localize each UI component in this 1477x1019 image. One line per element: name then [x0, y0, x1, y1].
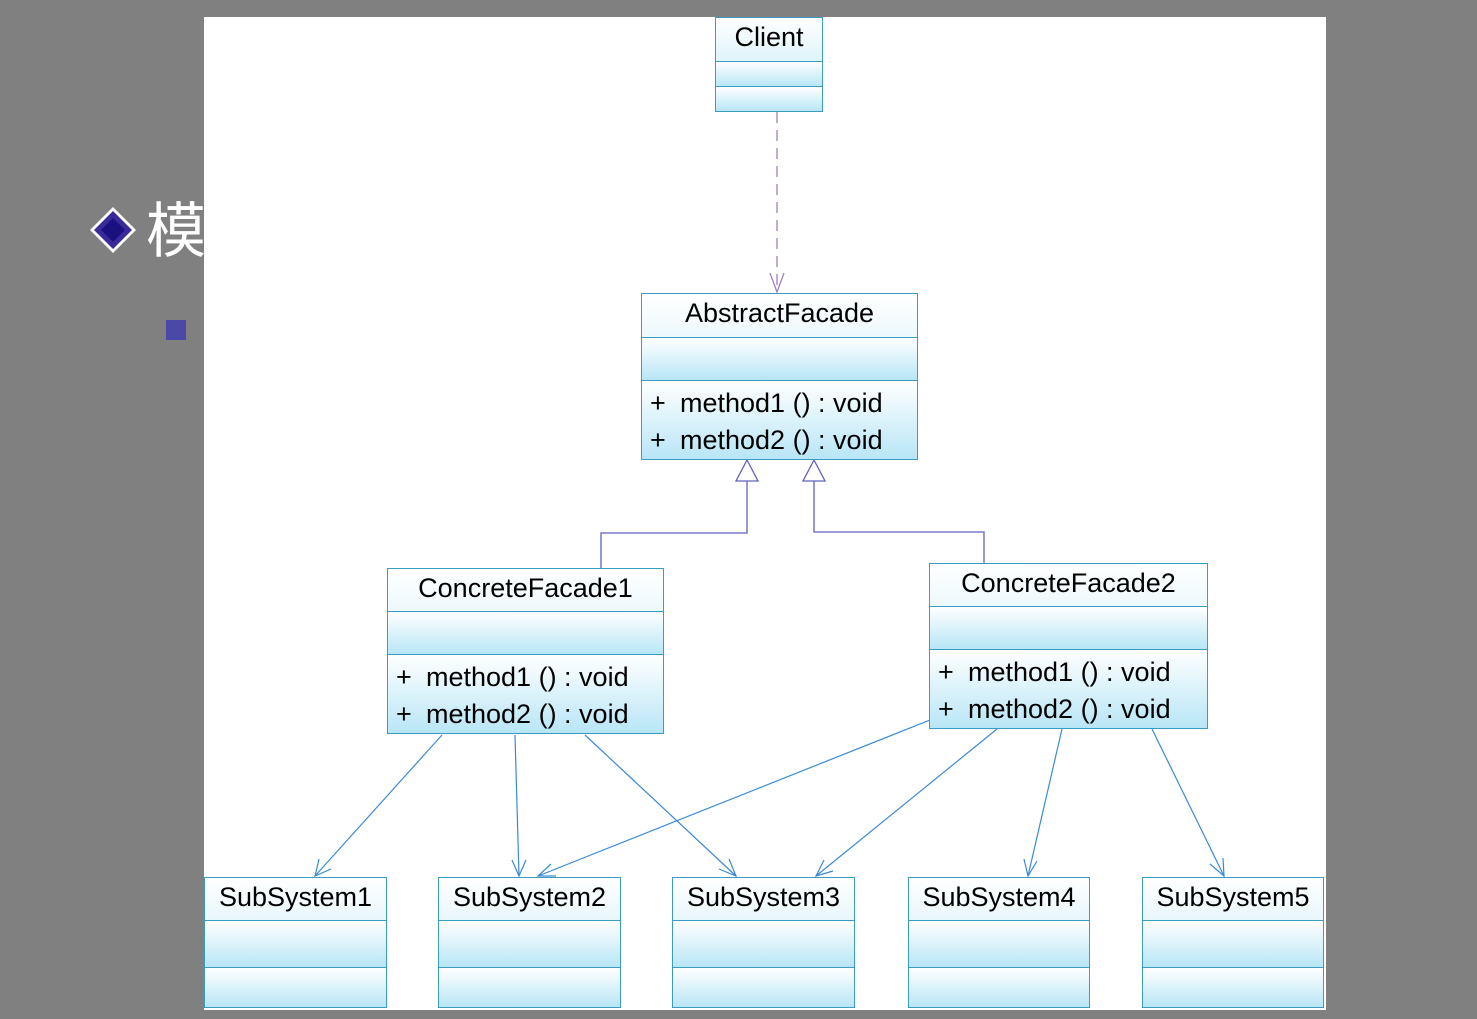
operations-compartment: +method1 () : void +method2 () : void: [642, 380, 917, 459]
attributes-compartment: [439, 920, 620, 967]
class-name: ConcreteFacade1: [418, 573, 633, 603]
class-name: SubSystem4: [922, 882, 1076, 912]
operations-compartment: [673, 967, 854, 1007]
operations-compartment: +method1 () : void +method2 () : void: [388, 654, 663, 733]
operation: +method2 () : void: [650, 425, 883, 455]
class-subsystem4: SubSystem4: [908, 877, 1090, 1008]
attributes-compartment: [716, 61, 822, 86]
class-subsystem5: SubSystem5: [1142, 877, 1324, 1008]
operations-compartment: [909, 967, 1089, 1007]
class-name: AbstractFacade: [684, 298, 875, 328]
class-subsystem1: SubSystem1: [204, 877, 387, 1008]
attributes-compartment: [642, 337, 917, 380]
diagram-canvas: [204, 17, 1326, 1010]
class-name: SubSystem3: [686, 882, 841, 912]
association-cf1-subsystem1: [314, 734, 443, 878]
association-cf2-subsystem3: [814, 728, 998, 877]
association-cf1-subsystem3: [584, 734, 738, 878]
slide-heading: 模: [146, 197, 206, 267]
class-concretefacade1: ConcreteFacade1 +method1 () : void +meth…: [387, 568, 664, 734]
dependency-client-abstractfacade: [769, 112, 785, 294]
association-cf2-subsystem4: [1023, 728, 1063, 878]
operation: +method1 () : void: [650, 388, 883, 418]
class-name: SubSystem1: [218, 882, 373, 912]
square-bullet-icon: [166, 320, 186, 340]
class-subsystem2: SubSystem2: [438, 877, 621, 1008]
class-subsystem3: SubSystem3: [672, 877, 855, 1008]
association-cf2-subsystem5: [1151, 728, 1225, 878]
attributes-compartment: [930, 606, 1207, 649]
class-name: Client: [734, 22, 804, 52]
generalization-concretefacade1-abstractfacade: [600, 458, 760, 568]
operations-compartment: [439, 967, 620, 1007]
generalization-concretefacade2-abstractfacade: [801, 458, 985, 563]
class-client: Client: [715, 17, 823, 112]
diamond-bullet-icon: [90, 207, 136, 253]
operations-compartment: +method1 () : void +method2 () : void: [930, 649, 1207, 728]
association-cf2-subsystem2: [536, 719, 931, 877]
attributes-compartment: [1143, 920, 1323, 967]
class-name: ConcreteFacade2: [961, 568, 1176, 598]
attributes-compartment: [388, 611, 663, 654]
operations-compartment: [205, 967, 386, 1007]
association-cf1-subsystem2: [511, 734, 527, 878]
class-name: SubSystem5: [1156, 882, 1310, 912]
operation: +method1 () : void: [396, 662, 629, 692]
operation: +method1 () : void: [938, 657, 1171, 687]
attributes-compartment: [909, 920, 1089, 967]
operation: +method2 () : void: [938, 694, 1171, 724]
class-abstractfacade: AbstractFacade +method1 () : void +metho…: [641, 293, 918, 460]
attributes-compartment: [205, 920, 386, 967]
operations-compartment: [1143, 967, 1323, 1007]
operation: +method2 () : void: [396, 699, 629, 729]
attributes-compartment: [673, 920, 854, 967]
operations-compartment: [716, 86, 822, 111]
class-concretefacade2: ConcreteFacade2 +method1 () : void +meth…: [929, 563, 1208, 729]
class-name: SubSystem2: [452, 882, 607, 912]
